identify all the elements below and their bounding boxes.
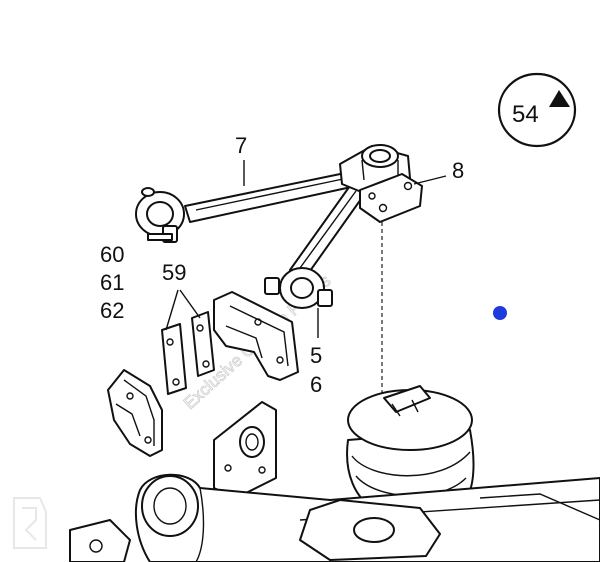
callout-6: 6 [310,372,322,397]
page-badge: 54 [497,72,577,148]
page-badge-number: 54 [512,101,539,128]
callout-59: 59 [162,260,186,285]
shim-plates [161,311,215,395]
callout-60: 60 [100,242,124,267]
v-stay-reaction-rod [135,144,411,309]
axle-housing [69,473,600,562]
callout-5: 5 [310,343,322,368]
triangle-up-icon [549,90,570,107]
leader-lines [165,160,447,338]
callout-62: 62 [100,298,124,323]
callout-7: 7 [235,133,247,158]
lower-bracket-casting [107,369,163,457]
upper-bracket-casting [213,291,299,381]
watermark-logo [13,497,47,549]
mounting-bracket-plate [359,173,423,223]
callout-61: 61 [100,270,124,295]
vertical-mounting-bracket [213,401,277,499]
blue-marker-dot [493,306,507,320]
callout-8: 8 [452,158,464,183]
